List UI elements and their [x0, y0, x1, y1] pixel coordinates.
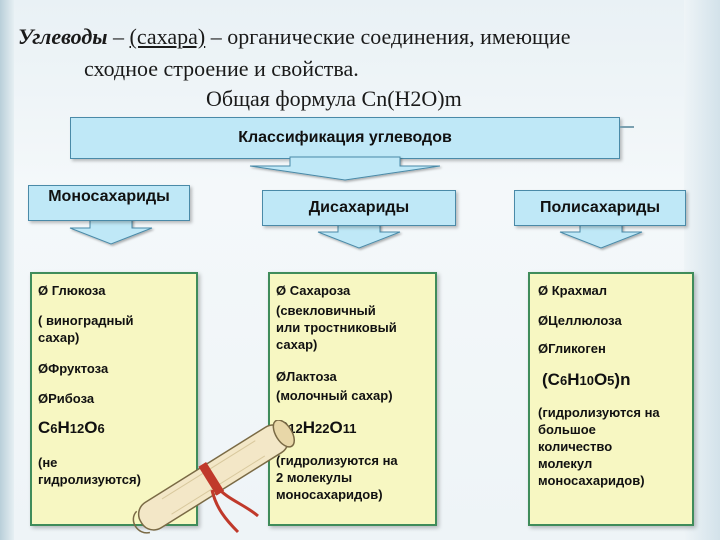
formula-part: 6 — [97, 421, 105, 436]
category-di-label: Дисахариды — [308, 199, 410, 216]
poly-starch-label: Крахмал — [551, 283, 608, 298]
formula-part: 5 — [607, 373, 615, 388]
formula-part: (C — [542, 370, 560, 389]
mono-glucose-note-2: сахар) — [38, 330, 80, 345]
formula-part: H — [57, 418, 70, 437]
slide-left-edge — [0, 0, 14, 540]
mono-item-glucose: Ø Глюкоза — [38, 282, 105, 299]
category-mono-label: Моносахариды — [48, 188, 170, 205]
arrow-down-icon — [317, 223, 401, 249]
formula-part: C — [38, 418, 51, 437]
formula-part: 6 — [50, 421, 58, 436]
formula-part: )n — [614, 370, 631, 389]
title-line-2: сходное строение и свойства. — [84, 56, 359, 81]
formula-part: H — [302, 418, 316, 437]
poly-item-glycogen: ØГликоген — [538, 341, 606, 356]
mono-item-ribose: ØРибоза — [38, 391, 95, 406]
formula-part: O — [329, 418, 343, 437]
formula-part: 10 — [579, 373, 594, 388]
bullet-icon: Ø — [276, 283, 287, 298]
poly-note-5: моносахаридов) — [538, 473, 645, 488]
category-poly: Полисахариды — [514, 190, 686, 226]
formula-part: 12 — [69, 421, 85, 436]
mono-note-2: гидролизуются) — [38, 472, 141, 487]
category-poly-label: Полисахариды — [539, 199, 661, 216]
poly-note-2: большое — [538, 422, 596, 437]
poly-item-cellulose: ØЦеллюлоза — [538, 313, 622, 328]
formula-part: 22 — [315, 421, 330, 436]
formula-part: O — [84, 418, 98, 437]
arrow-down-icon — [69, 216, 153, 245]
formula-part: 6 — [559, 373, 568, 388]
mono-glucose-label: Глюкоза — [51, 283, 106, 298]
scroll-icon — [132, 420, 295, 534]
di-note-2: 2 молекулы — [276, 470, 353, 485]
di-sucrose-note-1: (свекловичный — [276, 303, 376, 318]
formula-part: 11 — [342, 421, 357, 436]
mono-item-fructose: ØФруктоза — [38, 361, 109, 376]
mono-glucose-note-1: ( виноградный — [38, 313, 134, 328]
title-paren: (сахара) — [129, 24, 206, 49]
formula-part: O — [593, 370, 608, 389]
bullet-icon: Ø — [38, 283, 49, 298]
di-sucrose-note-2: или тростниковый — [276, 320, 397, 335]
classification-label: Классификация углеводов — [238, 129, 452, 146]
mono-formula: C6H12O6 — [38, 418, 105, 438]
poly-item-starch: Ø Крахмал — [538, 282, 607, 299]
mono-note-1: (не — [38, 455, 58, 470]
title-rest: – органические соединения, имеющие — [205, 24, 571, 49]
title-definition: Углеводы – (сахара) – органические соеди… — [18, 24, 571, 50]
poly-formula: (C6H10O5)n — [542, 370, 630, 390]
di-item-sucrose: Ø Сахароза — [276, 282, 350, 299]
arrow-down-icon — [249, 156, 441, 181]
card-polysaccharides: Ø Крахмал ØЦеллюлоза ØГликоген (C6H10O5)… — [528, 272, 694, 526]
poly-note-3: количество — [538, 439, 613, 454]
di-note-3: моносахаридов) — [276, 487, 383, 502]
category-di: Дисахариды — [262, 190, 456, 226]
di-sucrose-label: Сахароза — [289, 283, 351, 298]
di-lactose-note: (молочный сахар) — [276, 388, 393, 403]
card-disaccharides: Ø Сахароза (свекловичный или тростниковы… — [268, 272, 437, 526]
di-note-1: (гидролизуются на — [276, 453, 398, 468]
formula-part: H — [567, 370, 580, 389]
general-formula: Общая формула Cn(H2O)m — [206, 86, 462, 111]
category-mono: Моносахариды — [28, 185, 190, 221]
bullet-icon: Ø — [538, 283, 549, 298]
poly-note-1: (гидролизуются на — [538, 405, 660, 420]
poly-note-4: молекул — [538, 456, 593, 471]
arrow-down-icon — [559, 223, 643, 249]
di-item-lactose: ØЛактоза — [276, 369, 337, 384]
di-sucrose-note-3: сахар) — [276, 337, 318, 352]
title-term: Углеводы — [18, 24, 108, 49]
classification-box: Классификация углеводов — [70, 117, 620, 159]
title-dash: – — [107, 24, 130, 49]
card-monosaccharides: Ø Глюкоза ( виноградный сахар) ØФруктоза… — [30, 272, 198, 526]
decor-line — [620, 126, 634, 128]
